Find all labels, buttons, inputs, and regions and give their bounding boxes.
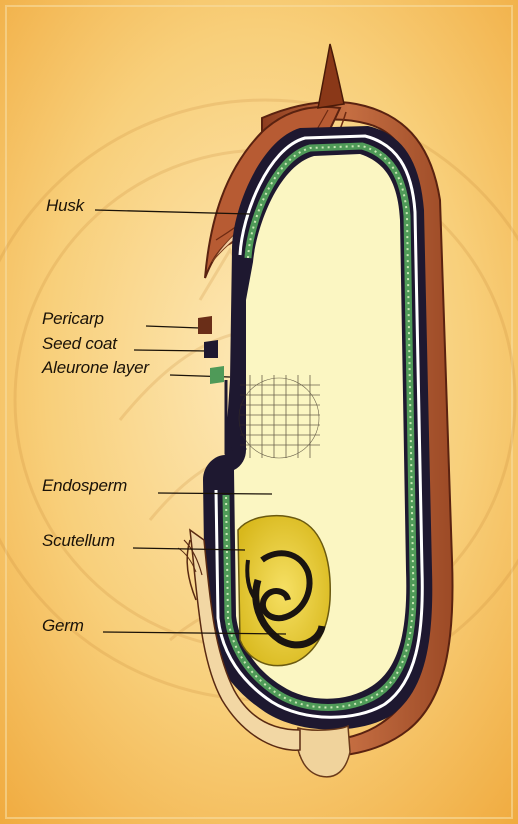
label-husk: Husk: [46, 196, 84, 216]
label-scutellum: Scutellum: [42, 531, 115, 551]
label-aleurone-layer: Aleurone layer: [42, 358, 149, 378]
label-pericarp: Pericarp: [42, 309, 104, 329]
label-germ: Germ: [42, 616, 84, 636]
label-seed-coat: Seed coat: [42, 334, 117, 354]
label-endosperm: Endosperm: [42, 476, 127, 496]
